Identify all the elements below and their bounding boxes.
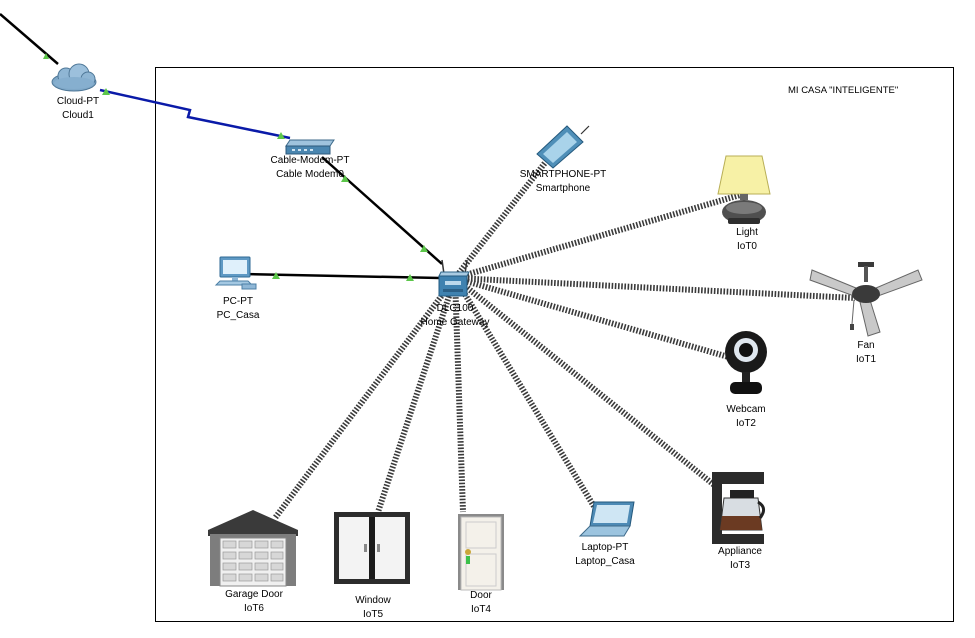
device-model: Webcam	[726, 404, 766, 415]
smartphone-icon[interactable]	[536, 125, 590, 169]
device-name: IoT4	[470, 604, 491, 615]
garage-door-icon[interactable]	[208, 510, 298, 587]
device-name: IoT3	[729, 560, 751, 571]
wireless-link-window	[375, 277, 458, 513]
device-model: Light	[736, 227, 758, 238]
wireless-link-door	[452, 277, 466, 513]
device-label-smartphone: SMARTPHONE-PT Smartphone	[520, 168, 607, 196]
device-model: Cable-Modem-PT	[270, 155, 350, 166]
device-label-appliance: Appliance IoT3	[718, 545, 762, 573]
device-name: Home Gateway	[420, 317, 490, 328]
home-gateway-icon[interactable]	[438, 259, 470, 297]
wireless-link-laptop	[452, 276, 598, 510]
device-label-garage: Garage Door IoT6	[225, 588, 283, 616]
device-label-gateway: DLC100 Home Gateway	[421, 302, 490, 330]
link-up-indicator	[406, 274, 414, 281]
device-model: SMARTPHONE-PT	[519, 169, 607, 180]
device-label-light: Light IoT0	[736, 226, 758, 254]
device-label-window: Window IoT5	[355, 594, 391, 622]
link-up-indicator	[277, 132, 285, 139]
coffee-maker-icon[interactable]	[712, 472, 765, 544]
device-name: Cable Modem0	[276, 169, 344, 180]
device-model: Fan	[857, 340, 875, 351]
desktop-pc-icon[interactable]	[214, 256, 257, 290]
cloud-icon[interactable]	[51, 63, 97, 92]
wireless-link-light	[454, 192, 741, 281]
link-internet-uplink	[0, 13, 59, 65]
door-icon[interactable]	[458, 514, 504, 591]
device-name: IoT1	[855, 354, 877, 365]
ceiling-fan-icon[interactable]	[809, 262, 923, 337]
device-label-laptop: Laptop-PT Laptop_Casa	[575, 541, 635, 569]
link-up-indicator	[102, 88, 110, 95]
device-model: DLC100	[436, 303, 474, 314]
device-model: PC-PT	[223, 296, 253, 307]
wireless-link-smartphone	[452, 148, 558, 280]
link-up-indicator	[420, 245, 428, 252]
lamp-icon[interactable]	[717, 155, 771, 224]
wireless-link-fan	[454, 275, 856, 301]
laptop-icon[interactable]	[578, 501, 635, 537]
cable-modem-icon[interactable]	[285, 139, 335, 155]
link-up-indicator	[341, 175, 349, 182]
link-up-indicator	[272, 272, 280, 279]
device-name: IoT6	[243, 603, 264, 614]
device-label-pc: PC-PT PC_Casa	[217, 295, 260, 323]
link-modem-gateway	[321, 156, 443, 265]
device-name: IoT2	[735, 418, 756, 429]
device-name: PC_Casa	[216, 310, 260, 321]
wireless-link-webcam	[454, 275, 733, 361]
device-name: Cloud1	[62, 110, 94, 121]
link-status-indicators	[43, 53, 428, 281]
device-model: Window	[355, 595, 391, 606]
webcam-icon[interactable]	[725, 331, 767, 394]
wired-links	[0, 13, 443, 280]
device-name: Smartphone	[535, 183, 591, 194]
window-icon[interactable]	[334, 512, 410, 584]
device-name: IoT0	[736, 241, 757, 252]
link-cloud-modem-coax	[99, 88, 291, 140]
device-label-fan: Fan IoT1	[856, 339, 876, 367]
wireless-links	[272, 148, 856, 520]
diagram-title-note: MI CASA "INTELIGENTE"	[788, 85, 899, 96]
wireless-link-garage	[272, 276, 458, 520]
link-up-indicator	[43, 53, 49, 59]
device-model: Door	[470, 590, 492, 601]
home-area-boundary	[155, 67, 954, 622]
wireless-link-appliance	[453, 275, 720, 491]
device-label-webcam: Webcam IoT2	[726, 403, 765, 431]
device-name: IoT5	[362, 609, 384, 620]
device-label-cloud: Cloud-PT Cloud1	[57, 95, 99, 123]
device-name: Laptop_Casa	[575, 556, 635, 567]
device-model: Laptop-PT	[581, 542, 629, 553]
device-model: Appliance	[718, 546, 762, 557]
device-label-modem: Cable-Modem-PT Cable Modem0	[271, 154, 350, 182]
device-label-door: Door IoT4	[470, 589, 492, 617]
device-model: Garage Door	[225, 589, 283, 600]
device-model: Cloud-PT	[56, 96, 100, 107]
